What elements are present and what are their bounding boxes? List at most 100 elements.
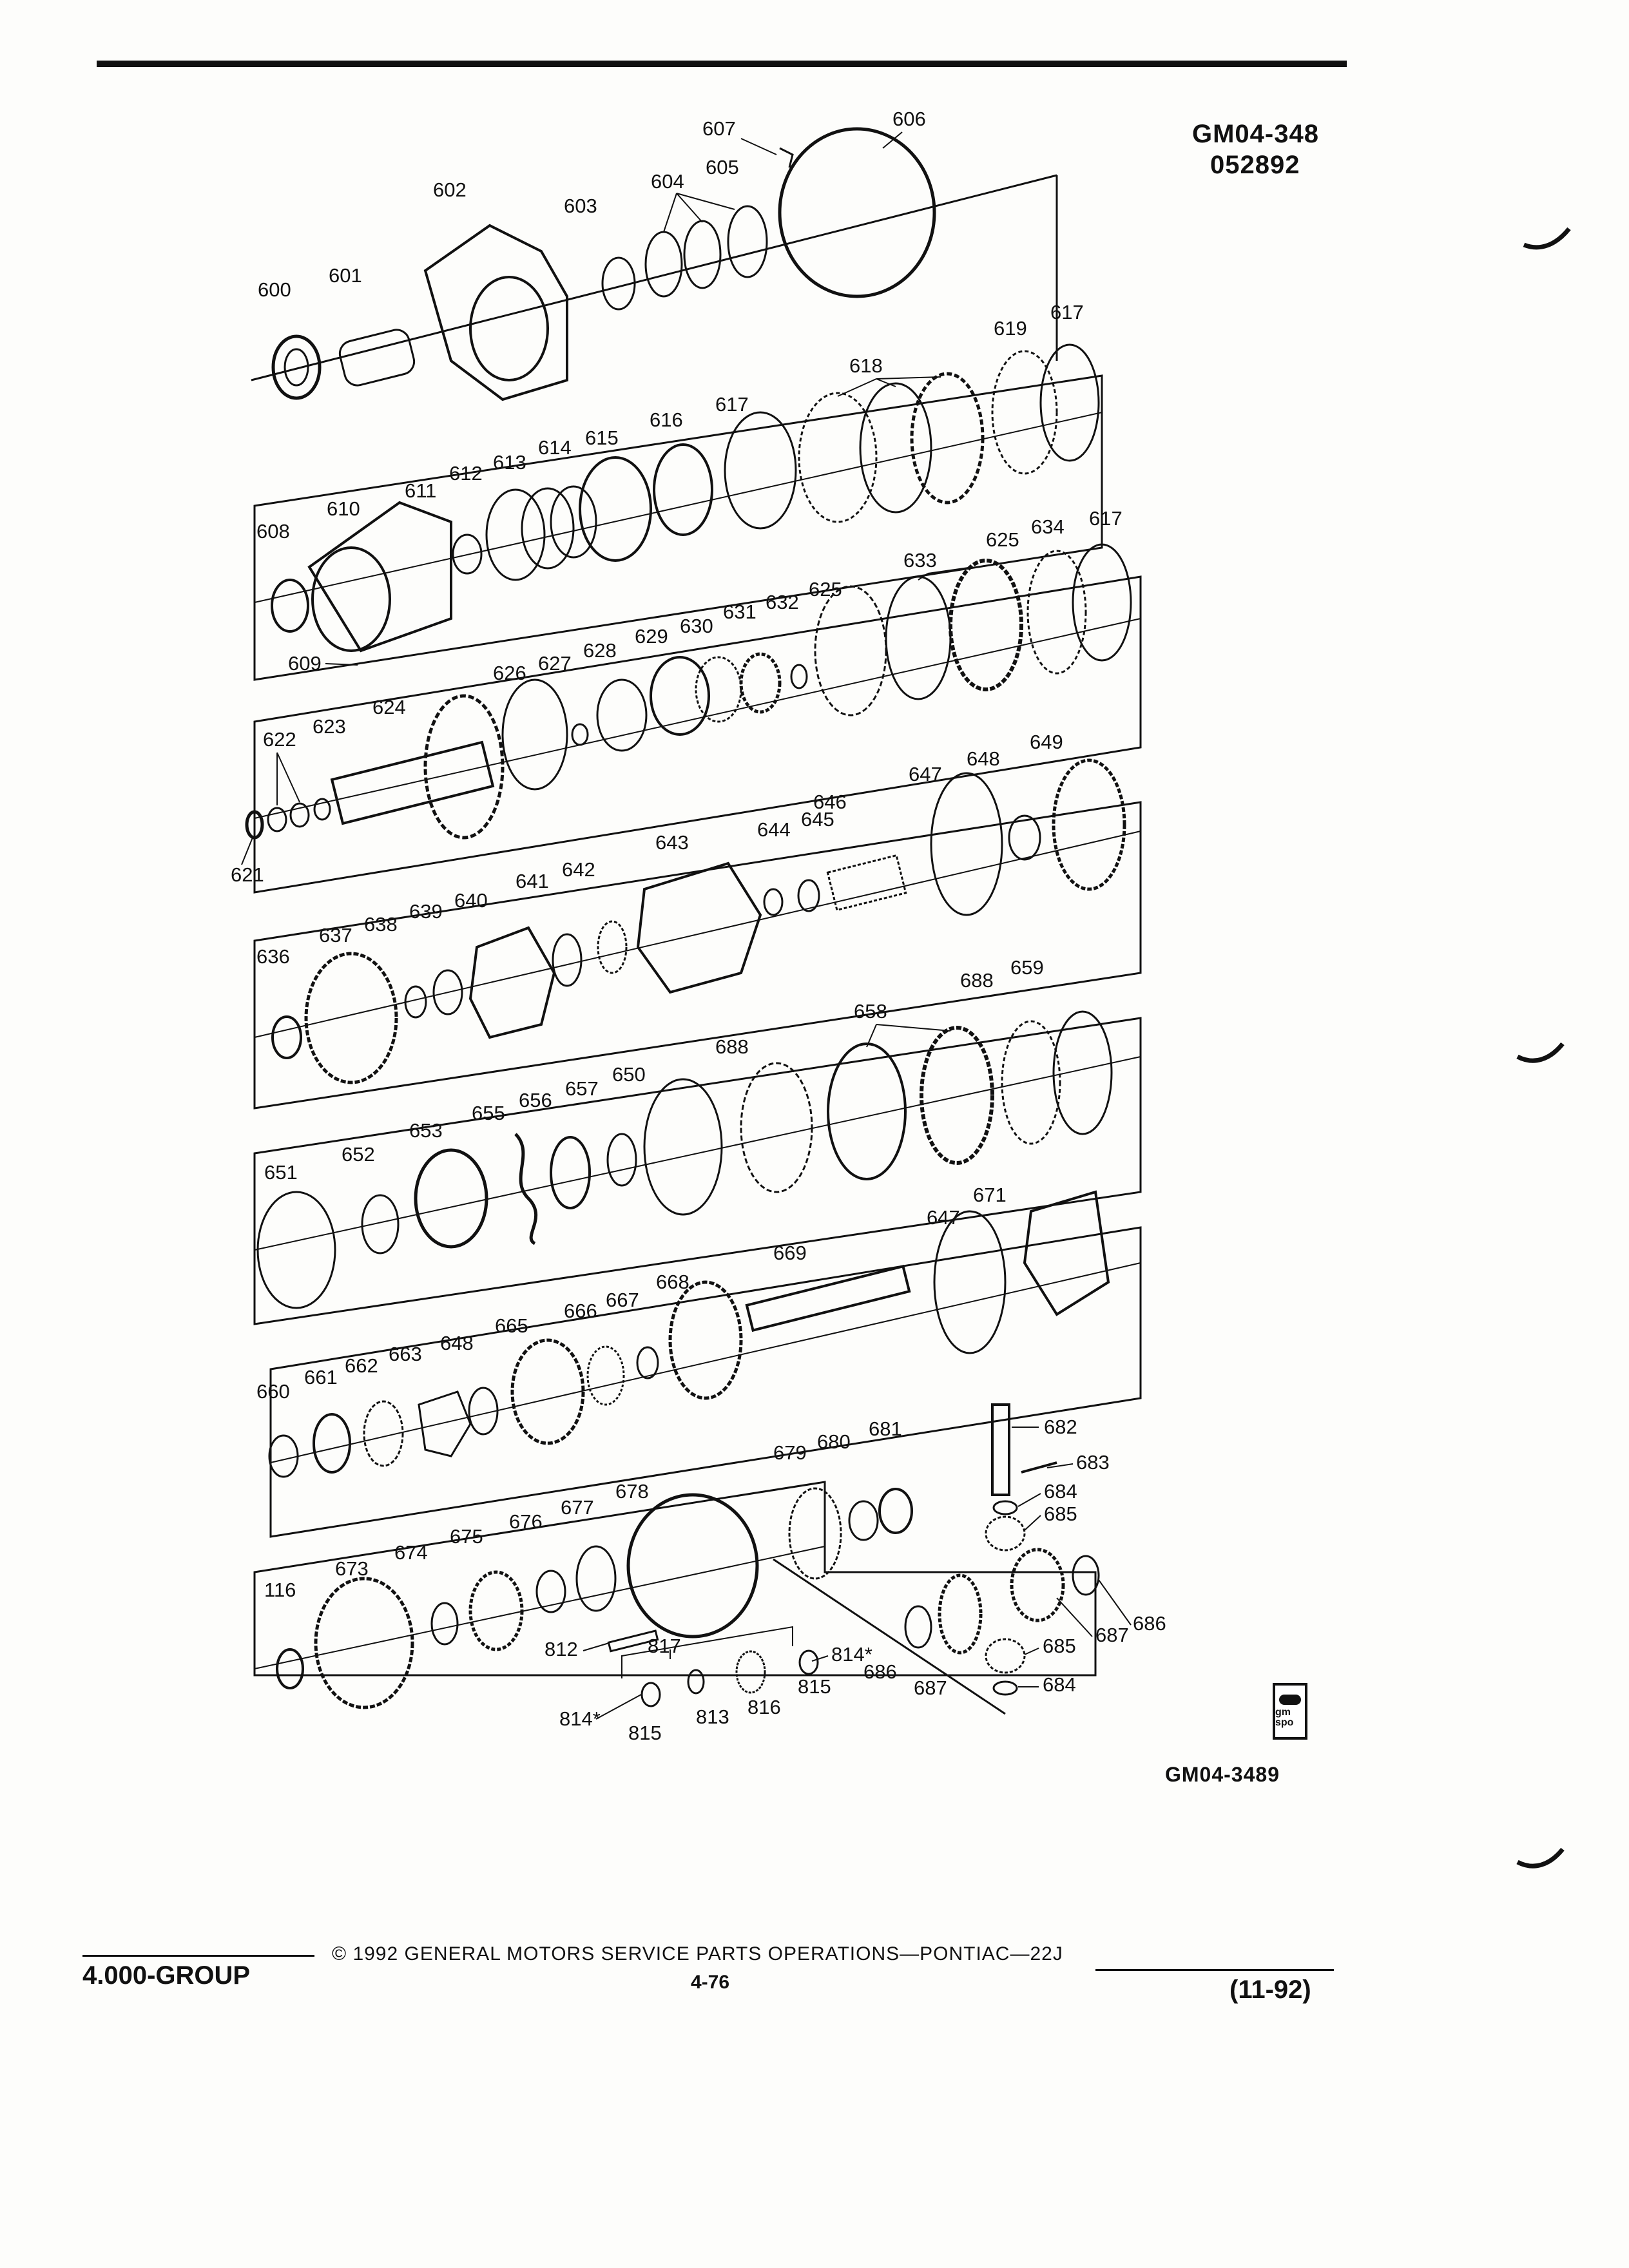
label-626: 626 [493,662,526,684]
row-1-parts [251,127,1057,401]
label-815b: 815 [628,1722,662,1744]
label-611: 611 [405,479,436,502]
label-661: 661 [304,1366,338,1389]
part-688b-plate [1001,1020,1061,1145]
label-625b: 625 [986,528,1019,551]
part-816-pinion [735,1650,766,1694]
label-632: 632 [766,591,799,613]
footer-group: 4.000-GROUP [82,1961,251,1990]
part-817-bracket [621,1626,793,1678]
part-629-carrier [650,656,710,736]
part-603-seal [601,256,636,311]
part-671-band [1023,1190,1110,1316]
part-617c-ring [1072,543,1132,662]
part-618-plate-c [910,372,985,505]
panel-2-frame [253,374,1103,681]
label-688: 688 [715,1035,749,1058]
part-658-plate [827,1043,907,1180]
label-682: 682 [1044,1416,1077,1438]
row-2-parts [254,343,1103,653]
label-606: 606 [892,108,926,130]
label-685: 685 [1044,1503,1077,1525]
figure-code: GM04-348 [1192,120,1319,148]
label-653: 653 [409,1119,443,1142]
part-647b-ring [933,1210,1007,1354]
label-814a: 814* [831,1643,872,1666]
part-628-ring [596,678,648,752]
part-601-bushing [338,329,416,387]
label-631: 631 [723,601,757,623]
label-669: 669 [773,1242,807,1264]
margin-mark-2 [1516,1042,1565,1063]
label-624: 624 [372,696,406,718]
part-661-bearing [313,1413,351,1474]
label-648: 648 [967,747,1000,770]
part-624-drum [423,694,505,840]
row-6-parts [268,1190,1141,1478]
label-600: 600 [258,278,291,301]
part-623-washer [313,798,331,821]
label-665: 665 [495,1314,528,1337]
label-657: 657 [565,1077,599,1100]
label-623: 623 [313,715,346,738]
part-645-washer [797,879,820,912]
label-615: 615 [585,427,619,449]
part-636-seal [271,1015,302,1059]
part-638-washer [404,985,427,1019]
label-681: 681 [869,1418,902,1440]
label-629: 629 [635,625,668,648]
label-617b: 617 [1050,301,1084,323]
row-4-parts [254,758,1141,1084]
part-648-bushing [1008,814,1041,861]
part-642-bearing [597,920,628,974]
row-5-parts [254,1010,1141,1309]
label-677: 677 [561,1496,594,1519]
part-608-seal [271,579,309,633]
part-604-ring-a [644,231,683,298]
part-611-bushing [452,533,483,575]
part-632-washer [790,664,808,689]
part-684b-washer [992,1680,1018,1696]
panel-3-frame [253,575,1142,894]
label-618: 618 [849,354,883,377]
label-640: 640 [454,889,488,912]
label-656: 656 [519,1089,552,1111]
part-633-plate [885,575,952,700]
part-688-plate [740,1062,813,1193]
part-613-ring [521,487,575,570]
part-812-pin [607,1629,659,1653]
part-675-gear [468,1570,524,1651]
part-646-gear [826,854,907,912]
figure-date-code: 052892 [1210,151,1300,179]
label-684: 684 [1044,1480,1077,1503]
label-655: 655 [472,1102,505,1124]
part-666-ring [586,1345,625,1406]
panel-4-frame [253,801,1142,1110]
part-627-seal [571,723,589,746]
leader-lines [241,131,1132,1720]
part-659-ring [1052,1010,1113,1135]
label-603: 603 [564,195,597,217]
label-617: 617 [715,393,749,416]
label-647: 647 [909,763,942,785]
footer-page-number: 4-76 [691,1972,730,1993]
part-634-plate [1027,550,1087,675]
label-643: 643 [655,831,689,854]
part-641-ring [552,933,583,987]
label-627: 627 [538,652,572,675]
footer-rule-left [82,1955,314,1957]
part-815b-washer [798,1649,819,1675]
label-647b: 647 [927,1206,960,1229]
part-668-ring-gear [668,1280,743,1400]
label-814b: 814* [559,1707,601,1730]
label-602: 602 [433,178,467,201]
part-622-washer-a [267,807,287,832]
part-610-housing [307,501,452,653]
label-650: 650 [612,1063,646,1086]
panel-6-frame [269,1226,1142,1538]
part-687-gear [938,1573,983,1655]
label-680: 680 [817,1430,851,1453]
margin-mark-1 [1523,227,1571,250]
label-667: 667 [606,1289,639,1311]
